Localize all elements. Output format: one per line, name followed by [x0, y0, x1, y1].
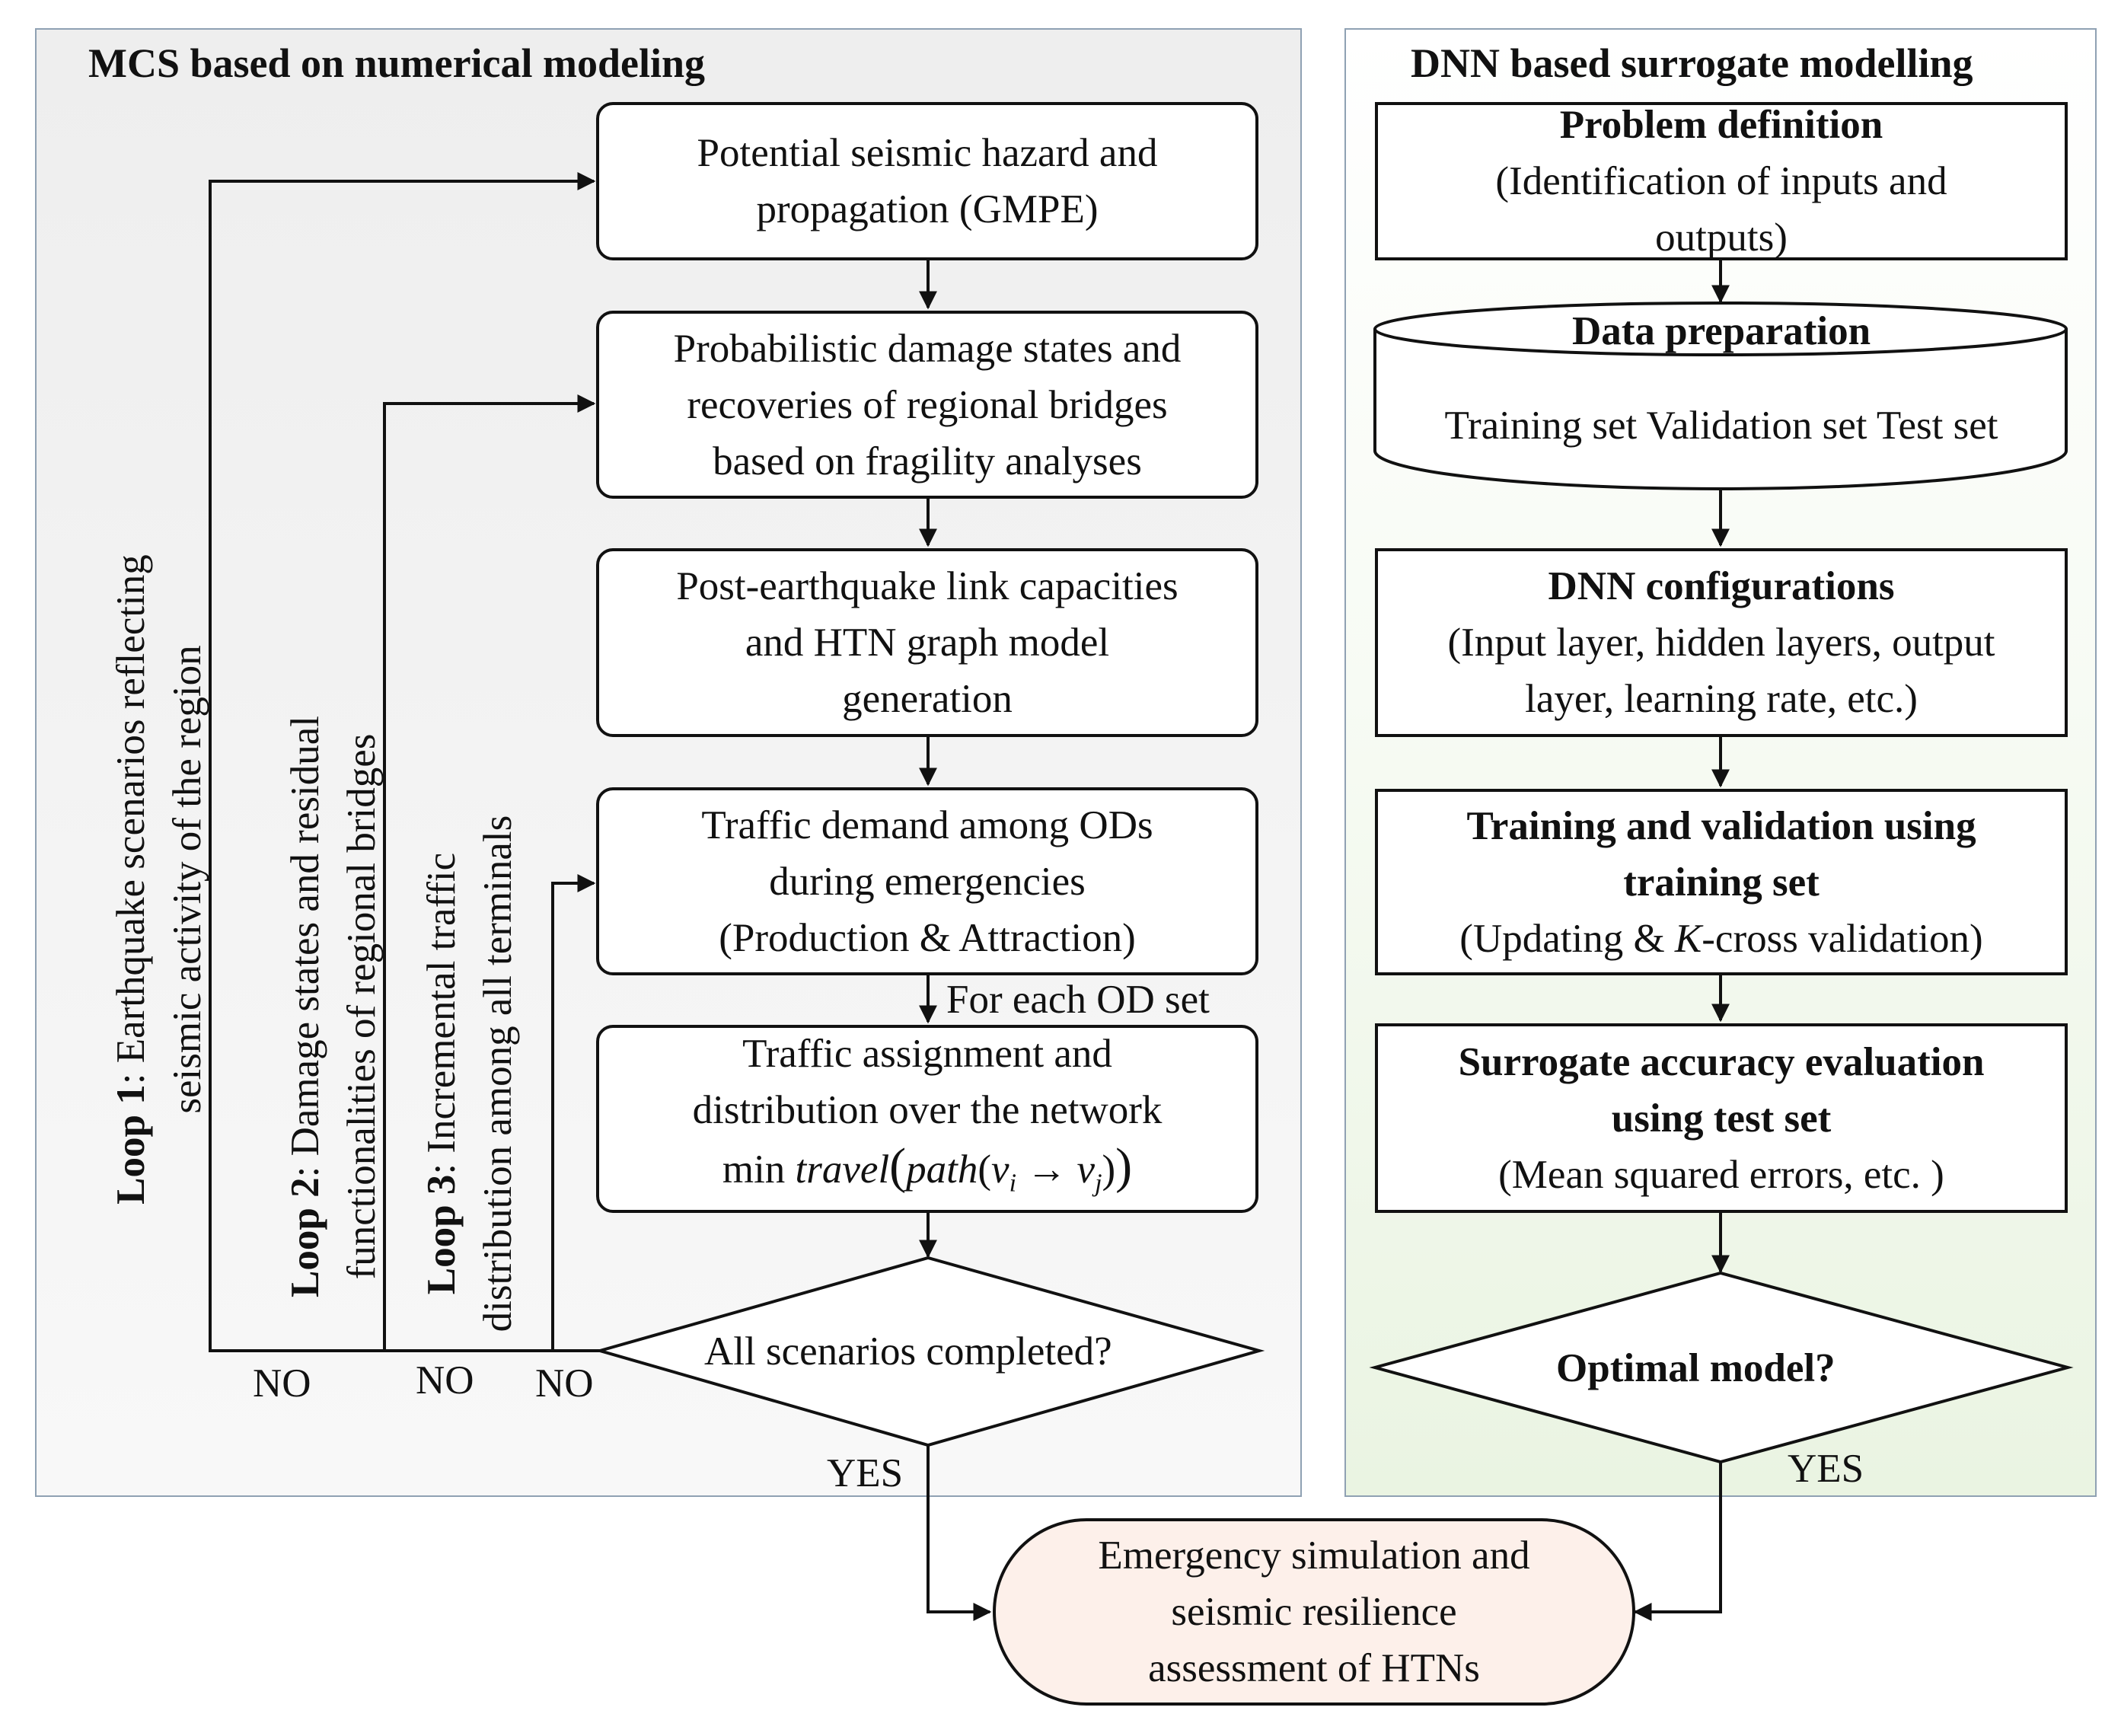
link-capacities-box: Post-earthquake link capacities and HTN … — [596, 548, 1258, 737]
formula-travel: travel — [795, 1147, 890, 1192]
surrogate-accuracy-box: Surrogate accuracy evaluation using test… — [1375, 1023, 2068, 1213]
scenarios-decision-label: All scenarios completed? — [704, 1329, 1112, 1374]
loop1-title: Loop 1 — [109, 1084, 153, 1205]
damage-states-box: Probabilistic damage states and recoveri… — [596, 311, 1258, 499]
problem-definition-title: Problem definition — [1559, 103, 1883, 147]
formula-sub-i: i — [1009, 1169, 1017, 1198]
problem-definition-box: Problem definition (Identification of in… — [1375, 102, 2068, 260]
mcs-panel — [35, 28, 1302, 1497]
loop3-text2: distribution among all terminals — [476, 815, 520, 1332]
loop3-text1: : Incremental traffic — [419, 852, 464, 1175]
loop3-label: Loop 3: Incremental traffic distribution… — [413, 761, 526, 1386]
dnn-configurations-title: DNN configurations — [1548, 564, 1895, 608]
final-line3: assessment of HTNs — [1148, 1646, 1480, 1690]
link-capacities-line2: and HTN graph model — [745, 621, 1110, 665]
problem-definition-line1: (Identification of inputs and — [1495, 159, 1947, 203]
loop1-text2: seismic activity of the region — [165, 645, 209, 1114]
decision-diamond-right — [1369, 1271, 2074, 1464]
data-sets-label: Training set Validation set Test set — [1444, 404, 1998, 448]
left-yes-label: YES — [827, 1451, 904, 1495]
loop1-text1: : Earthquake scenarios reflecting — [109, 554, 153, 1085]
loop2-no-label: NO — [416, 1358, 474, 1403]
traffic-assignment-box: Traffic assignment and distribution over… — [596, 1025, 1258, 1213]
data-preparation-cylinder — [1373, 302, 2068, 490]
problem-definition-line2: outputs) — [1655, 215, 1788, 260]
surrogate-title-line2: using test set — [1611, 1096, 1832, 1141]
training-sub-k: K — [1674, 916, 1702, 961]
loop3-no-label: NO — [535, 1361, 594, 1406]
optimal-model-label: Optimal model? — [1556, 1346, 1836, 1390]
dnn-configurations-box: DNN configurations (Input layer, hidden … — [1375, 548, 2068, 737]
traffic-demand-line3: (Production & Attraction) — [719, 915, 1136, 960]
training-sub-suffix: -cross validation) — [1702, 916, 1983, 961]
resilience-assessment-terminal: Emergency simulation and seismic resilie… — [993, 1518, 1635, 1706]
loop2-text2: functionalities of regional bridges — [340, 733, 384, 1280]
loop3-title: Loop 3 — [419, 1174, 464, 1295]
damage-states-line3: based on fragility analyses — [713, 439, 1142, 483]
formula-min: min — [722, 1147, 786, 1192]
seismic-hazard-box: Potential seismic hazard and propagation… — [596, 102, 1258, 260]
training-title-line1: Training and validation using — [1466, 803, 1976, 848]
data-preparation-title: Data preparation — [1571, 309, 1871, 353]
traffic-demand-line2: during emergencies — [769, 859, 1086, 904]
decision-diamond-left — [594, 1256, 1265, 1447]
damage-states-line1: Probabilistic damage states and — [673, 326, 1182, 371]
formula-path: path — [906, 1147, 978, 1192]
for-each-od-label: For each OD set — [946, 978, 1210, 1022]
formula-arrow: → — [1026, 1147, 1067, 1192]
training-subtitle: (Updating & K-cross validation) — [1459, 911, 1982, 967]
surrogate-line1: (Mean squared errors, etc. ) — [1498, 1152, 1944, 1197]
training-validation-box: Training and validation using training s… — [1375, 789, 2068, 975]
loop2-label: Loop 2: Damage states and residual funct… — [277, 641, 390, 1372]
traffic-assignment-line1: Traffic assignment and — [742, 1032, 1112, 1077]
traffic-demand-box: Traffic demand among ODs during emergenc… — [596, 787, 1258, 975]
dnn-configurations-line1: (Input layer, hidden layers, output — [1447, 621, 1995, 665]
traffic-demand-line1: Traffic demand among ODs — [701, 803, 1153, 847]
traffic-assignment-line2: distribution over the network — [692, 1088, 1163, 1133]
training-title-line2: training set — [1623, 860, 1820, 905]
final-line2: seismic resilience — [1171, 1590, 1457, 1634]
seismic-hazard-line1: Potential seismic hazard and — [697, 131, 1158, 175]
loop1-no-label: NO — [253, 1361, 311, 1406]
damage-states-line2: recoveries of regional bridges — [687, 382, 1168, 427]
loop2-text1: : Damage states and residual — [283, 716, 327, 1178]
link-capacities-line1: Post-earthquake link capacities — [676, 564, 1179, 608]
formula-vj: v — [1076, 1147, 1096, 1192]
travel-formula: min travel(path(vi → vj)) — [722, 1138, 1133, 1198]
surrogate-title-line1: Surrogate accuracy evaluation — [1458, 1039, 1985, 1084]
formula-vi: v — [991, 1147, 1009, 1192]
final-line1: Emergency simulation and — [1098, 1533, 1530, 1578]
dnn-configurations-line2: layer, learning rate, etc.) — [1525, 677, 1918, 721]
seismic-hazard-line2: propagation (GMPE) — [756, 187, 1099, 231]
right-yes-label: YES — [1788, 1447, 1864, 1491]
training-sub-prefix: (Updating & — [1459, 916, 1675, 961]
mcs-panel-title: MCS based on numerical modeling — [88, 40, 706, 86]
link-capacities-line3: generation — [842, 677, 1013, 721]
dnn-panel-title: DNN based surrogate modelling — [1411, 40, 1973, 86]
formula-sub-j: j — [1095, 1169, 1102, 1198]
loop2-title: Loop 2 — [283, 1177, 327, 1297]
loop1-label: Loop 1: Earthquake scenarios reflecting … — [103, 499, 215, 1260]
